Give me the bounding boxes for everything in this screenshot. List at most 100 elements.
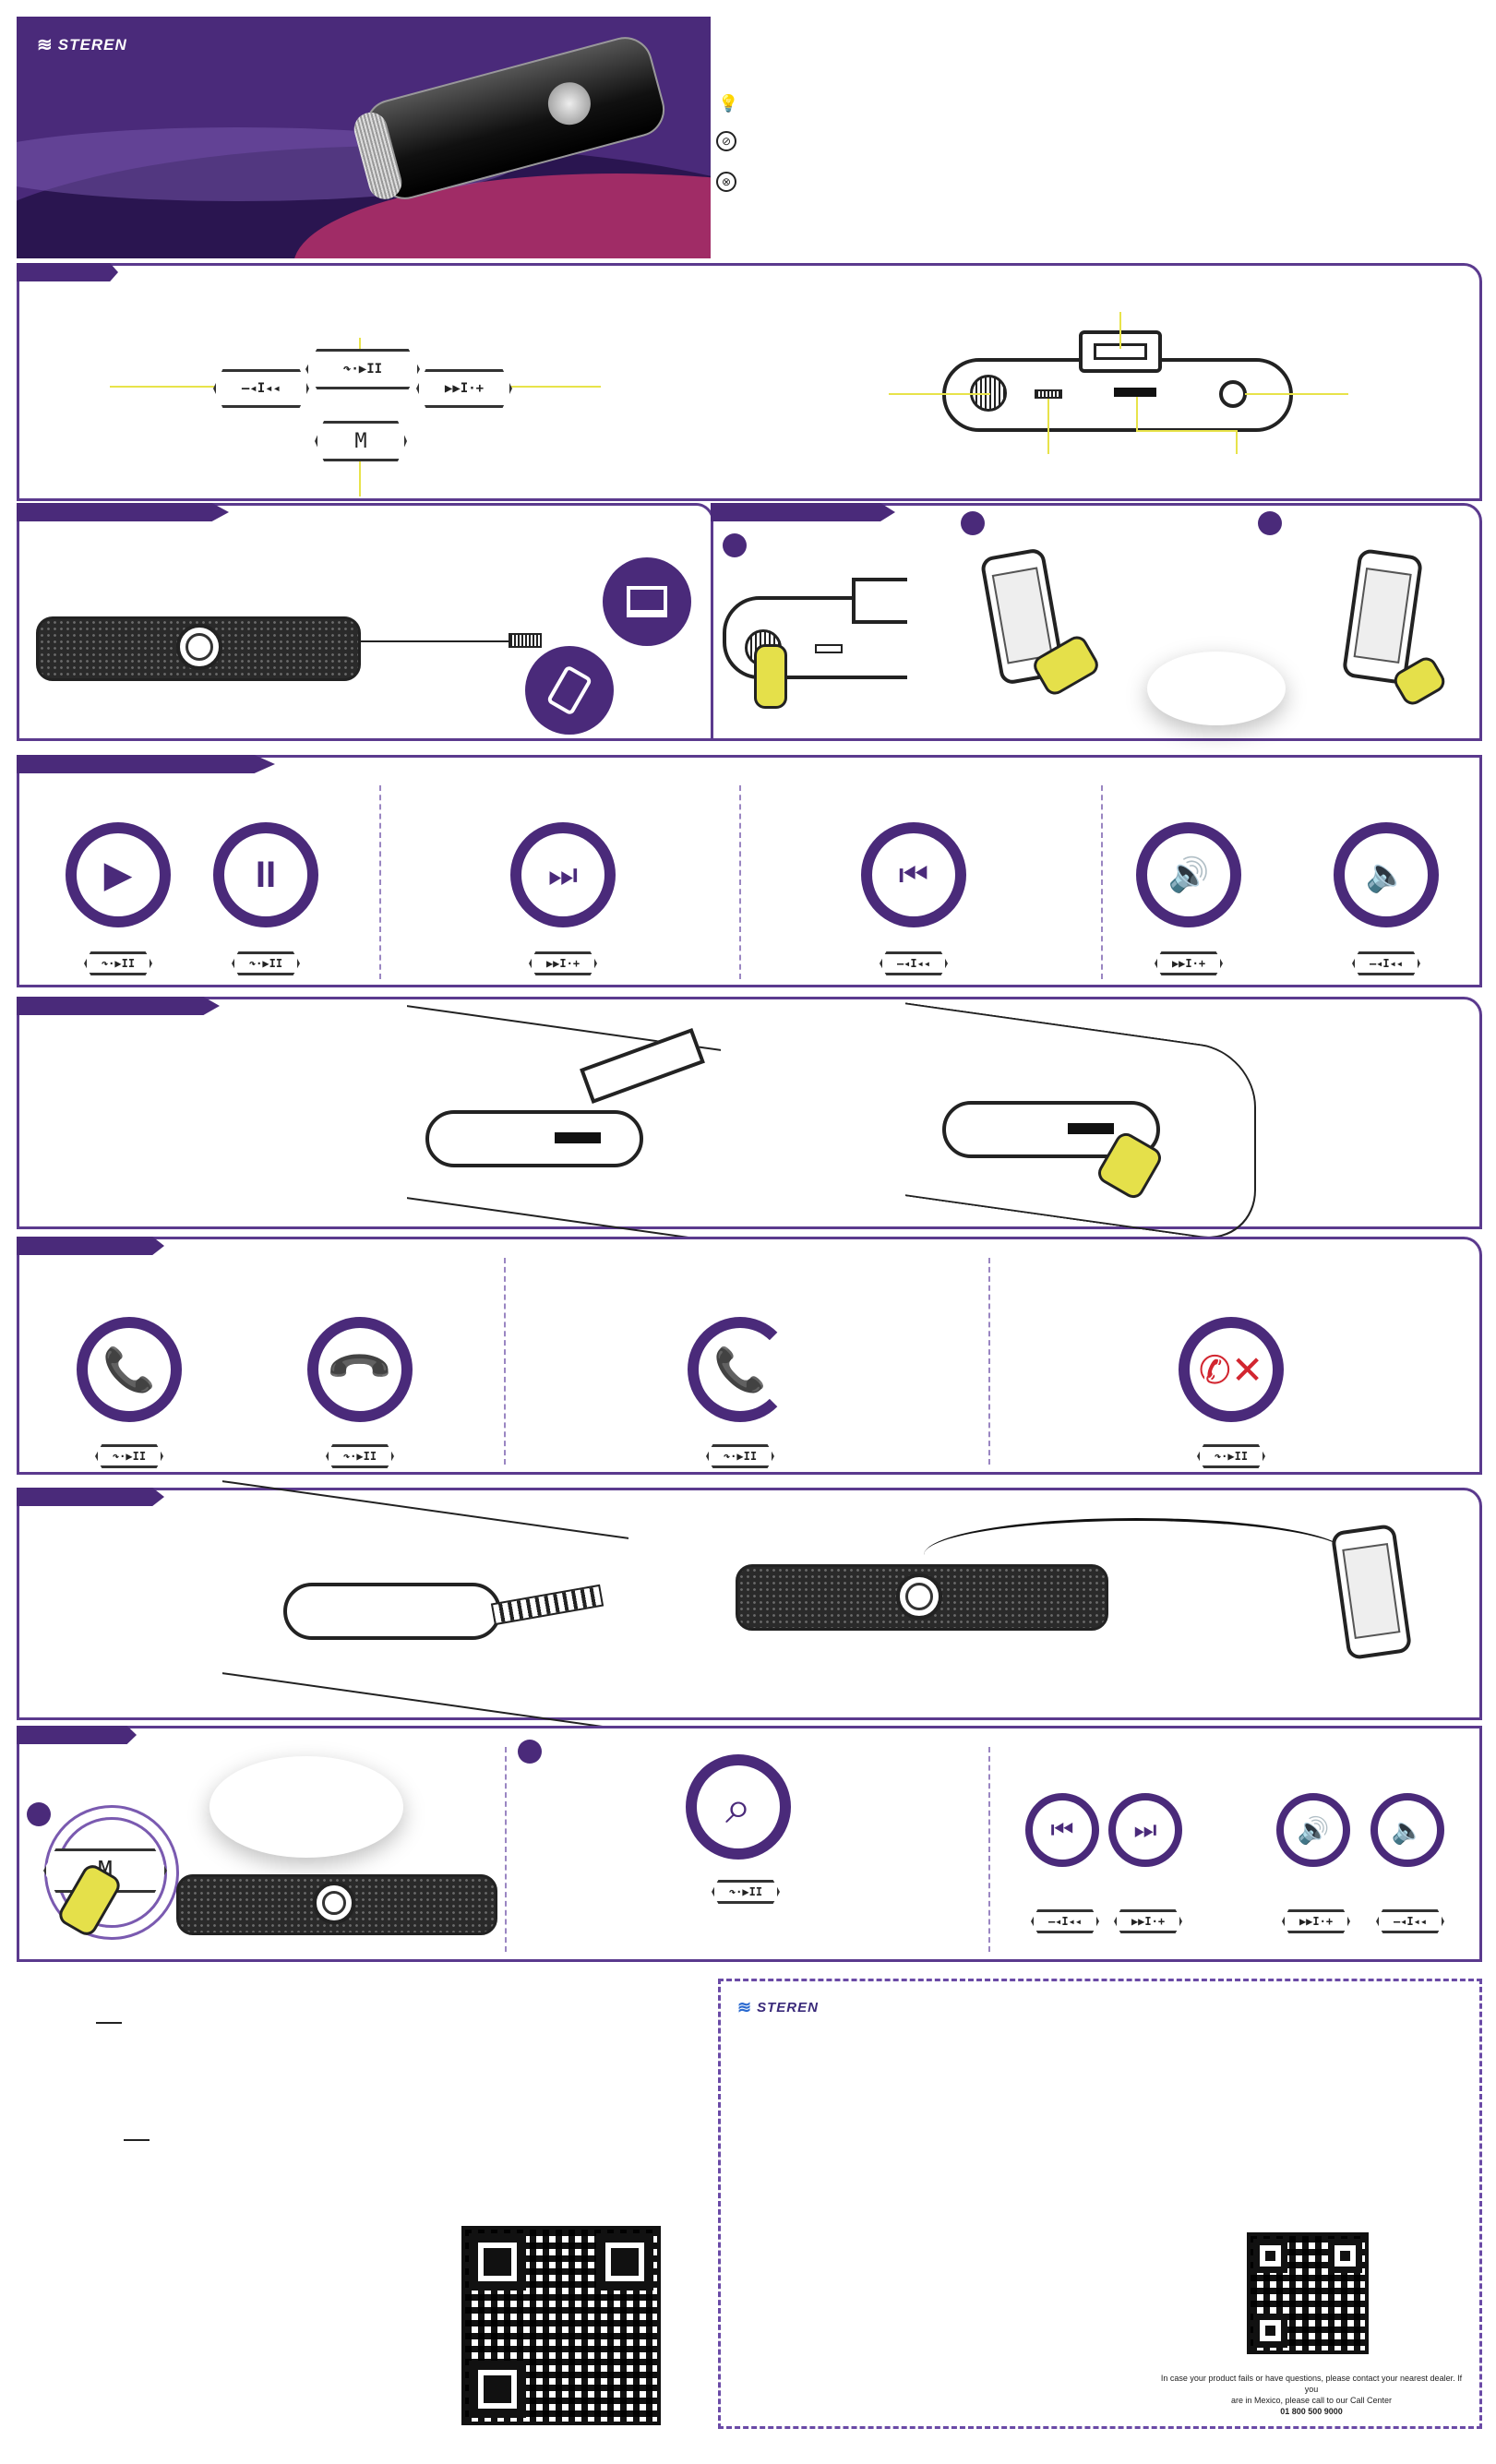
warranty-card: ≋ STEREN In case your product fails or h… <box>718 1979 1482 2429</box>
pairing-bubble <box>1147 652 1286 725</box>
redial-icon: 📞 <box>688 1317 793 1422</box>
divider <box>505 1747 507 1952</box>
callout-line-sd-v2 <box>1236 430 1238 454</box>
mode-step-1-marker <box>27 1802 51 1826</box>
section-playback: ▶ ↷·▶II II ↷·▶II ⏭ ▶▶I·+ ⏮ —◂I◂◂ 🔊 ▶▶I·+… <box>17 755 1482 987</box>
qr-code-left <box>461 2226 661 2425</box>
brand-logo: ≋ STEREN <box>37 33 127 56</box>
callout-line-mode <box>359 460 361 496</box>
next-station-key: ▶▶I·+ <box>1114 1909 1182 1933</box>
call-center-note: In case your product fails or have quest… <box>1155 2373 1468 2417</box>
pairing-port-closeup <box>723 578 907 698</box>
callout-line-sd-h <box>1136 430 1238 432</box>
warranty-logo: ≋ STEREN <box>737 1998 819 2017</box>
callout-line-usb <box>1119 312 1121 349</box>
speaker-mode-knob <box>313 1882 355 1924</box>
sd-port-panel-1 <box>425 1110 643 1167</box>
search-icon: ⌕ <box>686 1754 791 1860</box>
mode-step-2-marker <box>518 1740 542 1764</box>
volume-down-icon: 🔈 <box>1370 1793 1444 1867</box>
sd-slot-1 <box>555 1132 601 1143</box>
callout-line-aux <box>1245 393 1348 395</box>
underline-mark-1 <box>96 2022 122 2024</box>
sd-slot-2 <box>1068 1123 1114 1134</box>
warranty-logo-text: STEREN <box>757 2000 819 2015</box>
step-1-marker <box>723 533 747 557</box>
speaker-knob <box>176 624 222 670</box>
divider <box>1101 785 1103 979</box>
usb-plug <box>509 633 542 648</box>
answer-call-icon: 📞 <box>77 1317 182 1422</box>
volume-up-key: ▶▶I·+ <box>1282 1909 1350 1933</box>
speaker-aux-knob <box>896 1573 942 1620</box>
section-pairing <box>711 503 1482 741</box>
previous-station-icon: ⏮ <box>1025 1793 1099 1867</box>
tip-icon: 💡 <box>718 94 739 113</box>
step-3-marker <box>1258 511 1282 535</box>
section-charging <box>17 503 714 741</box>
volume-down-key: —◂I◂◂ <box>1352 951 1420 975</box>
section-charging-tab <box>17 503 229 521</box>
section-calls-tab <box>17 1237 164 1255</box>
play-icon: ▶ <box>66 822 171 927</box>
volume-down-icon: 🔈 <box>1334 822 1439 927</box>
call-center-note-line1: In case your product fails or have quest… <box>1160 2374 1463 2394</box>
section-controls-tab <box>17 263 118 281</box>
qr-code-right <box>1247 2232 1369 2354</box>
redial-key: ↷·▶II <box>706 1444 774 1468</box>
next-key: ▶▶I·+ <box>529 951 597 975</box>
end-call-icon: 📞 <box>307 1317 413 1422</box>
divider <box>988 1747 990 1952</box>
warning-icon-1: ⊘ <box>716 131 736 151</box>
hand-pressing-switch <box>754 644 787 709</box>
mode-button[interactable]: M <box>315 421 407 461</box>
callout-line-prev <box>110 386 239 388</box>
sd-card-slot <box>1114 388 1156 397</box>
previous-track-icon: ⏮ <box>861 822 966 927</box>
play-key: ↷·▶II <box>84 951 152 975</box>
logo-text: STEREN <box>57 35 127 54</box>
search-key: ↷·▶II <box>712 1880 780 1904</box>
micro-usb-port <box>1035 389 1062 399</box>
pause-key: ↷·▶II <box>232 951 300 975</box>
divider <box>379 785 381 979</box>
section-calls: 📞 ↷·▶II 📞 ↷·▶II 📞 ↷·▶II ✆✕ ↷·▶II <box>17 1237 1482 1475</box>
volume-down-key: —◂I◂◂ <box>1376 1909 1444 1933</box>
next-station-icon: ⏭ <box>1108 1793 1182 1867</box>
pause-icon: II <box>213 822 318 927</box>
hero-speaker-knob <box>543 78 596 130</box>
answer-key: ↷·▶II <box>95 1444 163 1468</box>
volume-up-key: ▶▶I·+ <box>1155 951 1223 975</box>
aux-cable <box>924 1518 1348 1592</box>
divider <box>739 785 741 979</box>
divider <box>504 1258 506 1465</box>
mode-bubble <box>209 1756 403 1858</box>
logo-icon: ≋ <box>737 1998 752 2016</box>
charging-cable <box>361 640 518 642</box>
underline-mark-2 <box>124 2139 150 2141</box>
next-volume-up-button[interactable]: ▶▶I·+ <box>416 369 512 408</box>
phone-aux <box>1330 1523 1413 1661</box>
section-mode: M ⌕ ↷·▶II ⏮ —◂I◂◂ ⏭ ▶▶I·+ 🔊 ▶▶I·+ 🔈 —◂I◂… <box>17 1726 1482 1962</box>
call-center-note-line2: are in Mexico, please call to our Call C… <box>1230 2396 1393 2405</box>
divider <box>988 1258 990 1465</box>
callout-line-sd <box>1136 397 1138 432</box>
warning-icon-2: ⊗ <box>716 172 736 192</box>
callout-line-switch <box>889 393 990 395</box>
section-mode-tab <box>17 1726 137 1744</box>
next-track-icon: ⏭ <box>510 822 616 927</box>
computer-icon <box>603 557 691 646</box>
wall-adapter-icon <box>525 646 614 735</box>
end-key: ↷·▶II <box>326 1444 394 1468</box>
prev-volume-down-button[interactable]: —◂I◂◂ <box>213 369 309 408</box>
logo-icon: ≋ <box>37 35 53 55</box>
reject-key: ↷·▶II <box>1197 1444 1265 1468</box>
section-controls: —◂I◂◂ ↷·▶II ▶▶I·+ M <box>17 263 1482 501</box>
volume-up-icon: 🔊 <box>1276 1793 1350 1867</box>
section-aux <box>17 1480 1482 1731</box>
play-pause-call-button[interactable]: ↷·▶II <box>305 349 420 389</box>
step-2-marker <box>961 511 985 535</box>
section-sd-card <box>17 997 1482 1246</box>
aux-port-panel <box>283 1583 501 1640</box>
section-sd-tab <box>17 997 220 1015</box>
